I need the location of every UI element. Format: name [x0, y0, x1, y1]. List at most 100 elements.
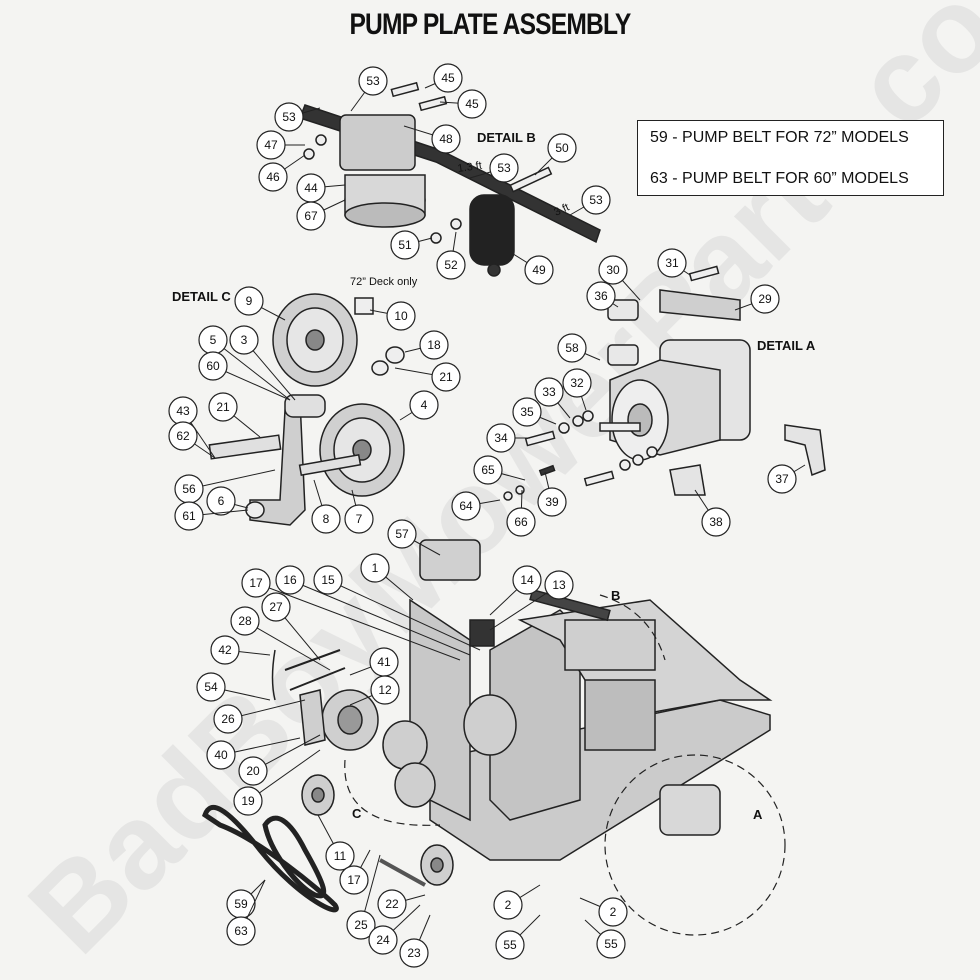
callout-bubble — [750, 284, 780, 314]
callout-19: 19 — [233, 749, 321, 816]
callout-60: 60 — [198, 351, 291, 401]
callout-63: 63 — [226, 879, 266, 946]
callout-58: 58 — [557, 333, 601, 363]
callout-4: 4 — [399, 390, 439, 421]
callout-47: 47 — [256, 130, 305, 160]
callout-bubble — [344, 504, 374, 534]
callout-number: 45 — [465, 97, 479, 111]
callout-53: 53 — [350, 66, 388, 112]
callout-7: 7 — [344, 489, 374, 534]
callout-bubble — [196, 672, 226, 702]
callout-number: 6 — [218, 494, 225, 508]
callout-number: 3 — [241, 333, 248, 347]
callout-number: 47 — [264, 138, 278, 152]
callout-number: 31 — [665, 256, 679, 270]
callout-bubble — [419, 330, 449, 360]
callout-46: 46 — [258, 154, 306, 192]
belt-note-60: 63 - PUMP BELT FOR 60” MODELS — [650, 170, 909, 187]
callout-number: 22 — [385, 897, 399, 911]
callout-leader-line — [289, 579, 471, 656]
callout-bubble — [230, 606, 260, 636]
callout-55: 55 — [584, 919, 626, 959]
callout-48: 48 — [403, 124, 461, 154]
callout-bubble — [562, 368, 592, 398]
callout-20: 20 — [238, 734, 321, 786]
callout-number: 63 — [234, 924, 248, 938]
callout-number: 54 — [204, 680, 218, 694]
callout-number: 2 — [610, 905, 617, 919]
callout-number: 14 — [520, 573, 534, 587]
callout-bubble — [586, 281, 616, 311]
callout-number: 43 — [176, 404, 190, 418]
callout-41: 41 — [349, 647, 399, 677]
callout-number: 67 — [304, 209, 318, 223]
callout-bubble — [386, 301, 416, 331]
callout-bubble — [325, 841, 355, 871]
callout-number: 66 — [514, 515, 528, 529]
callout-number: 2 — [505, 898, 512, 912]
callout-50: 50 — [534, 133, 577, 176]
callout-10: 10 — [369, 301, 416, 331]
callout-number: 35 — [520, 405, 534, 419]
callout-44: 44 — [296, 173, 346, 203]
callout-number: 26 — [221, 712, 235, 726]
callout-49: 49 — [509, 251, 554, 285]
callout-bubble — [377, 889, 407, 919]
detail-a-drawing — [503, 265, 826, 501]
callout-bubble — [358, 66, 388, 96]
callout-34: 34 — [486, 423, 530, 453]
callout-number: 29 — [758, 292, 772, 306]
callout-number: 34 — [494, 431, 508, 445]
callout-bubble — [241, 568, 271, 598]
callout-number: 11 — [334, 849, 347, 863]
callout-bubble — [226, 916, 256, 946]
callout-bubble — [598, 897, 628, 927]
callout-13: 13 — [489, 570, 574, 631]
callout-number: 18 — [427, 338, 441, 352]
detail-c-drawing — [208, 293, 405, 526]
callout-bubble — [486, 423, 516, 453]
callout-bubble — [431, 124, 461, 154]
callout-number: 17 — [347, 873, 361, 887]
callout-17: 17 — [241, 568, 461, 661]
callout-bubble — [370, 675, 400, 705]
callout-39: 39 — [537, 471, 567, 517]
callout-leader-line — [247, 749, 321, 802]
callout-bubble — [313, 565, 343, 595]
callout-bubble — [544, 570, 574, 600]
callout-bubble — [431, 362, 461, 392]
callout-number: 17 — [249, 576, 263, 590]
callout-bubble — [399, 938, 429, 968]
callout-67: 67 — [296, 199, 346, 231]
callout-number: 30 — [606, 263, 620, 277]
callout-bubble — [238, 756, 268, 786]
detail-a-view-circle — [604, 754, 786, 936]
callout-57: 57 — [387, 519, 441, 556]
callout-number: 19 — [241, 794, 255, 808]
callout-bubble — [457, 89, 487, 119]
callout-number: 27 — [269, 600, 283, 614]
callout-29: 29 — [734, 284, 780, 314]
callout-33: 33 — [534, 377, 571, 419]
callout-number: 7 — [356, 512, 363, 526]
callout-62: 62 — [168, 421, 216, 459]
callout-21: 21 — [394, 362, 461, 392]
callout-27: 27 — [261, 592, 321, 661]
callout-bubble — [657, 248, 687, 278]
callout-number: 28 — [238, 614, 252, 628]
detail-c-label: DETAIL C — [172, 289, 231, 304]
hose-length-short: 1.3 ft — [457, 160, 483, 175]
callout-number: 57 — [395, 527, 409, 541]
callout-9: 9 — [234, 286, 286, 321]
callout-number: 60 — [206, 359, 220, 373]
pump-belts — [202, 804, 339, 913]
belt-notes-box: 59 - PUMP BELT FOR 72” MODELS 63 - PUMP … — [637, 120, 944, 196]
callout-bubble — [234, 286, 264, 316]
callout-17: 17 — [339, 849, 371, 895]
callout-bubble — [213, 704, 243, 734]
callout-14: 14 — [489, 565, 542, 616]
callout-bubble — [506, 507, 536, 537]
callout-11: 11 — [317, 814, 355, 871]
callout-bubble — [275, 565, 305, 595]
